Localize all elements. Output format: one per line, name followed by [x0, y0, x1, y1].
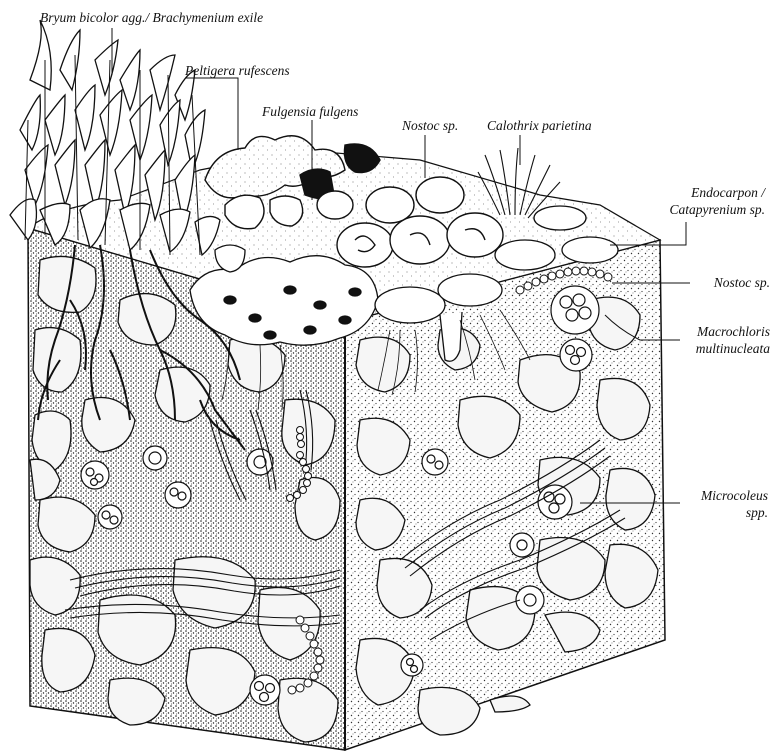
label-endocarpon-line2: Catapyrenium sp. — [670, 202, 766, 217]
label-calothrix: Calothrix parietina — [487, 118, 592, 133]
label-fulgensia: Fulgensia fulgens — [261, 104, 358, 119]
label-peltigera: Peltigera rufescens — [184, 63, 290, 78]
label-nostoc-top: Nostoc sp. — [401, 118, 458, 133]
label-macrochloris-line2: multinucleata — [696, 341, 770, 356]
label-microcoleus-line1: Microcoleus — [700, 488, 768, 503]
label-microcoleus-line2: spp. — [746, 505, 768, 520]
label-bryum: Bryum bicolor agg./ Brachymenium exile — [40, 10, 263, 25]
label-nostoc-right: Nostoc sp. — [713, 275, 770, 290]
label-endocarpon-line1: Endocarpon / — [690, 185, 766, 200]
label-macrochloris-line1: Macrochloris — [696, 324, 770, 339]
